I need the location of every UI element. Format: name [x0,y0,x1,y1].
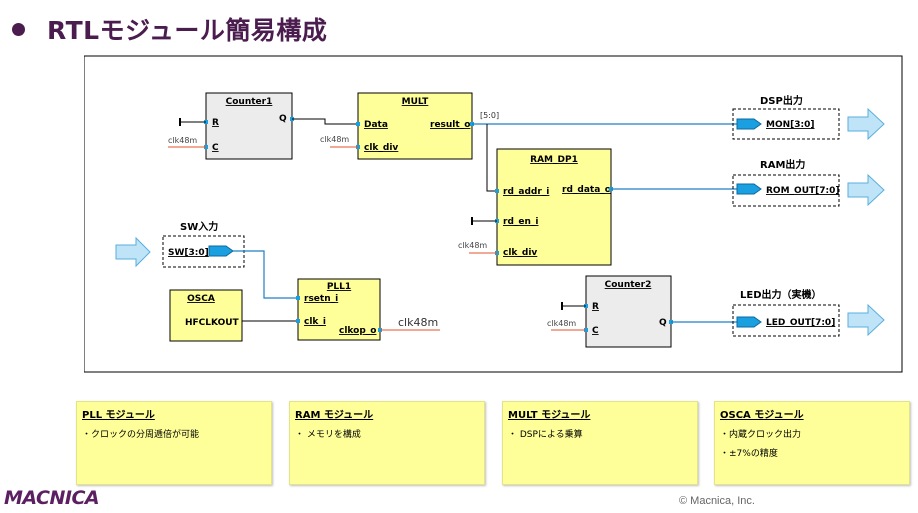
counter2-port-r: R [592,302,599,312]
pll-block[interactable]: PLL1 rsetn_i clk_i clkop_o [296,278,382,341]
ram-clk-label: clk48m [458,241,487,250]
dsp-out-frame [732,108,840,140]
ram-out-port[interactable]: ROM_OUT[7:0] [766,186,840,196]
osca-block[interactable]: OSCA HFCLKOUT [169,289,243,342]
dsp-out-arrow [847,107,885,141]
dsp-port-icon [736,118,762,130]
macnica-logo: MACNICA [4,487,100,509]
led-port-icon [736,316,762,328]
note-ram: RAM モジュール ・ メモリを構成 [289,401,485,485]
sw-port-icon [208,245,234,257]
rtl-block-diagram: Counter1 R C Q clk48m MULT Data result_o… [84,55,903,373]
mult-port-data: Data [364,120,388,130]
led-out-label: LED出力（実機） [740,288,822,301]
note-osca: OSCA モジュール ・内蔵クロック出力 ・±7%の精度 [714,401,910,485]
pll-port-clki: clk_i [304,317,326,327]
mult-block[interactable]: MULT Data result_o clk_div [356,92,474,160]
sw-input-arrow [115,236,151,268]
note-pll-title: PLL モジュール [82,410,155,421]
mult-to-ram-wire [486,124,497,192]
osca-title: OSCA [187,294,215,304]
copyright: © Macnica, Inc. [679,495,755,507]
note-osca-line-2: ・±7%の精度 [720,449,778,459]
pll-clk-out-label: clk48m [398,316,438,329]
ram-block[interactable]: RAM_DP1 rd_addr_i rd_data_o rd_en_i clk_… [495,148,613,266]
ram-out-label: RAM出力 [760,158,805,171]
osca-port: HFCLKOUT [185,318,240,328]
note-osca-line-1: ・内蔵クロック出力 [720,430,802,440]
counter1-port-q: Q [279,114,287,124]
counter1-port-r: R [212,118,219,128]
counter1-port-c: C [212,143,219,153]
bullet-icon [12,22,25,36]
mult-port-result: result_o [430,120,470,130]
ram-title: RAM_DP1 [530,155,578,165]
counter2-block[interactable]: Counter2 R C Q [584,275,673,348]
note-ram-title: RAM モジュール [295,410,374,421]
pll-port-clkop: clkop_o [339,326,376,336]
ram-port-icon [736,183,762,195]
led-out-port[interactable]: LED_OUT[7:0] [766,318,835,328]
pll-port-rsetn: rsetn_i [304,294,338,304]
note-ram-line-1: ・ メモリを構成 [295,430,361,440]
ram-port-rdaddr: rd_addr_i [503,187,549,197]
led-out-frame [732,304,840,337]
counter2-port-c: C [592,326,599,336]
counter2-title: Counter2 [605,280,652,290]
page-title: RTLモジュール簡易構成 [47,16,328,45]
sw-to-pll-wire [233,250,298,299]
note-pll-line-1: ・クロックの分周逓倍が可能 [82,430,200,440]
mult-bus-label: [5:0] [480,111,499,120]
counter1-title: Counter1 [226,97,273,107]
note-mult-title: MULT モジュール [508,410,591,421]
ram-out-arrow [847,173,885,207]
counter1-to-mult-wire [292,118,358,125]
counter2-port-q: Q [659,318,667,328]
dsp-out-label: DSP出力 [760,94,803,107]
note-mult: MULT モジュール ・ DSPによる乗算 [502,401,698,485]
ram-port-rden: rd_en_i [503,217,538,227]
pll-title: PLL1 [327,282,351,292]
sw-label: SW入力 [180,220,218,233]
title-row: RTLモジュール簡易構成 [12,12,327,46]
sw-port[interactable]: SW[3:0] [168,248,209,258]
counter2-clk-label: clk48m [547,319,576,328]
note-mult-line-1: ・ DSPによる乗算 [508,430,583,440]
mult-clk-label: clk48m [320,135,349,144]
ram-out-frame [732,174,840,207]
mult-title: MULT [402,97,430,107]
ram-port-clkdiv: clk_div [503,248,537,258]
note-pll: PLL モジュール ・クロックの分周逓倍が可能 [76,401,272,485]
mult-port-clkdiv: clk_div [364,143,398,153]
ram-port-rddata: rd_data_o [562,185,611,195]
led-out-arrow [847,303,885,337]
counter1-clk-label: clk48m [168,136,197,145]
counter1-block[interactable]: Counter1 R C Q [204,92,294,160]
note-osca-title: OSCA モジュール [720,410,804,421]
dsp-out-port[interactable]: MON[3:0] [766,120,815,130]
